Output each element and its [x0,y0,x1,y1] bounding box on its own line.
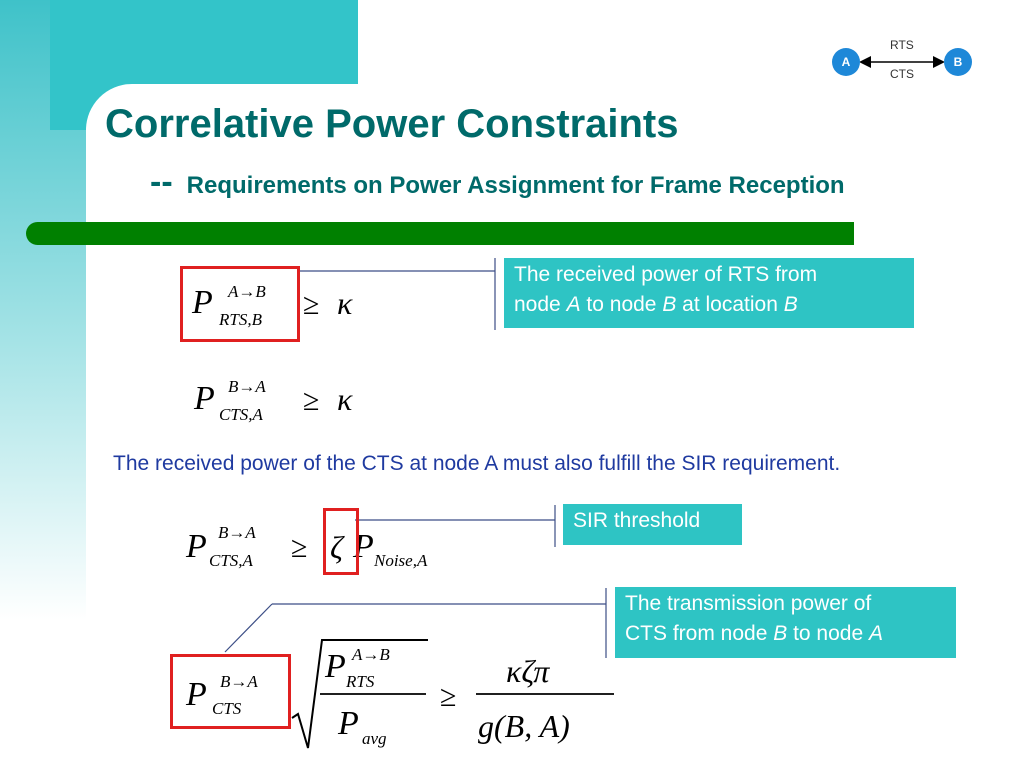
slide-title: Correlative Power Constraints [105,102,679,146]
eq2-geq: ≥ [303,384,319,417]
eq4-rhs-denominator: g(B, A) [478,708,570,744]
subtitle-text: Requirements on Power Assignment for Fra… [186,172,845,199]
equation-rts-constraint: P A→B RTS,B ≥ κ [191,282,353,329]
eq1-geq: ≥ [303,288,319,321]
callout-rts-line2: node A to node B at location B [514,293,798,316]
eq3-superscript: B→A [218,523,256,542]
slide-subtitle: -- Requirements on Power Assignment for F… [150,163,845,202]
eq4-rhs-numerator: κζπ [506,653,550,689]
cts-label: CTS [890,67,914,81]
green-divider-bar [26,222,854,245]
eq4-geq: ≥ [440,680,456,713]
highlight-box-sir [323,508,359,575]
callout-sir-threshold: SIR threshold [563,504,742,545]
eq3-geq: ≥ [291,531,307,564]
highlight-box-eq1 [180,266,300,342]
callout-rts-line1: The received power of RTS from [514,263,818,286]
callout-tx-line2: CTS from node B to node A [625,622,883,645]
eq4-num-superscript: A→B [351,645,390,664]
eq4-power-symbol: P [185,676,207,713]
eq2-superscript: B→A [228,377,266,396]
eq2-power-symbol: P [193,380,215,417]
eq1-power-symbol: P [191,284,213,321]
node-a: A [832,48,860,76]
eq2-kappa: κ [337,381,353,417]
subtitle-dash: -- [150,163,173,201]
eq4-sqrt-sign [291,639,428,749]
node-b: B [944,48,972,76]
equation-cts-constraint: P B→A CTS,A ≥ κ [193,377,353,424]
sir-requirement-note: The received power of the CTS at node A … [113,452,841,475]
eq4-subscript: CTS [212,699,242,718]
eq4-den-subscript: avg [362,729,387,748]
eq1-kappa: κ [337,285,353,321]
eq4-superscript: B→A [220,672,258,691]
eq1-subscript: RTS,B [218,310,263,329]
highlight-box-eq4 [170,654,291,729]
eq2-subscript: CTS,A [219,405,264,424]
eq3-noise-subscript: Noise,A [373,551,428,570]
eq1-superscript: A→B [227,282,266,301]
eq4-num-power: P [324,648,346,685]
callout-rts-power: The received power of RTS from node A to… [504,258,914,328]
callout-tx-power: The transmission power of CTS from node … [615,587,956,658]
eq3-power-symbol: P [185,528,207,565]
callout-tx-line1: The transmission power of [625,592,872,615]
eq3-zeta: ζ [330,529,345,565]
rts-label: RTS [890,38,914,52]
eq4-num-subscript: RTS [345,672,375,691]
eq4-den-power: P [337,705,359,742]
eq3-subscript: CTS,A [209,551,254,570]
equation-transmission-power: P B→A CTS P A→B RTS P avg ≥ κζπ g(B, A) [185,639,614,749]
